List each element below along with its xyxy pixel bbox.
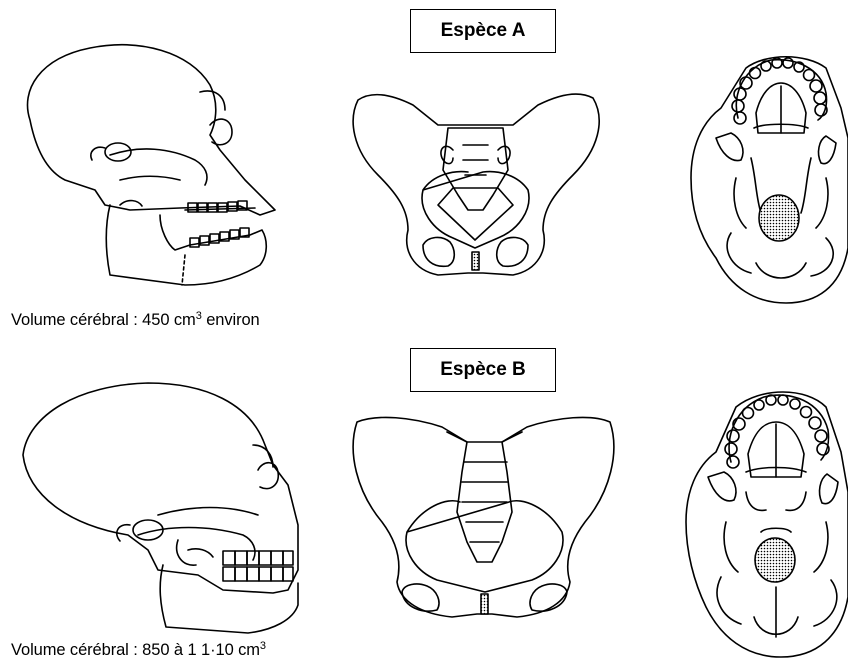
species-b-skull-lateral-icon [8, 375, 308, 640]
species-a-skull-lateral-icon [10, 30, 280, 300]
species-b-pelvis-icon [342, 402, 622, 622]
species-b-volume-prefix: Volume cérébral : 850 à 1 1·10 cm [11, 641, 260, 659]
species-a-label: Espèce A [410, 9, 556, 53]
species-b-volume-sup: 3 [260, 640, 266, 652]
species-b-skull-base-icon [676, 382, 848, 660]
species-a-pelvis-icon [338, 70, 613, 285]
species-a-label-text: Espèce A [441, 20, 526, 42]
species-a-skull-base-icon [676, 48, 848, 304]
species-b-label: Espèce B [410, 348, 556, 392]
species-b-label-text: Espèce B [440, 359, 526, 381]
species-a-brain-volume: Volume cérébral : 450 cm3 environ [11, 310, 260, 330]
species-a-volume-prefix: Volume cérébral : 450 cm [11, 311, 196, 329]
species-a-volume-suffix: environ [202, 311, 260, 329]
species-b-brain-volume: Volume cérébral : 850 à 1 1·10 cm3 [11, 640, 266, 660]
